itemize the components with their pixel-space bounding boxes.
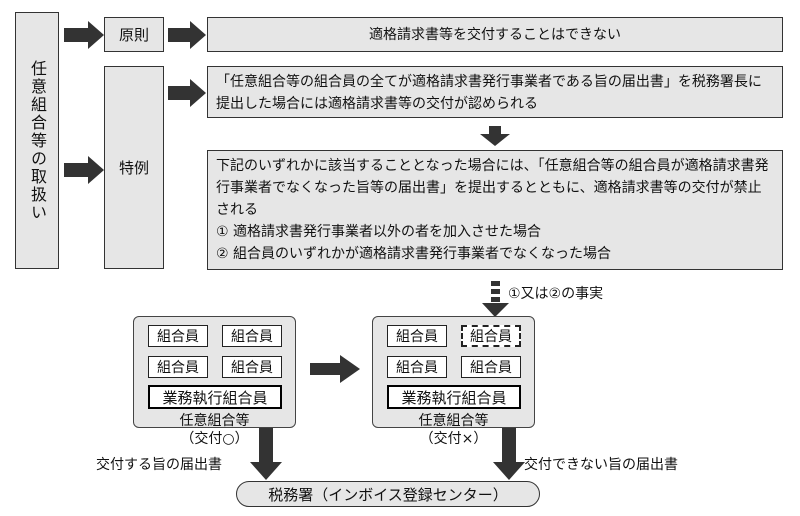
member-box: 組合員 <box>148 325 208 347</box>
principle-label: 原則 <box>104 17 164 52</box>
member-box: 組合員 <box>387 356 447 378</box>
arrow-to-principle <box>64 21 104 49</box>
arrow-card-to-card <box>310 355 360 383</box>
arrow-exception-to-box1 <box>168 79 206 107</box>
member-box: 組合員 <box>461 356 521 378</box>
facts-label: ①又は②の事実 <box>508 286 604 302</box>
member-box: 組合員 <box>148 356 208 378</box>
arrow-facts <box>482 303 509 317</box>
arrow-right-to-taxoffice <box>493 428 525 480</box>
executive-member-box: 業務執行組合員 <box>148 385 282 409</box>
exception-item-1: ① 適格請求書発行事業者以外の者を加入させた場合 <box>216 224 541 240</box>
arrow-principle-to-text <box>168 21 206 49</box>
member-box: 組合員 <box>222 325 282 347</box>
left-card-caption: 任意組合等 <box>179 413 250 429</box>
arrow-box1-to-box2 <box>480 126 510 146</box>
departed-member-box: 組合員 <box>461 325 521 347</box>
left-label-box: 任意組合等の取扱い <box>15 12 59 269</box>
arrow-to-exception <box>64 156 104 184</box>
exception-box-2: 下記のいずれかに該当することとなった場合には、「任意組合等の組合員が適格請求書発… <box>207 150 783 270</box>
right-notice-label: 交付できない旨の届出書 <box>524 457 678 473</box>
exception-box-2-text: 下記のいずれかに該当することとなった場合には、「任意組合等の組合員が適格請求書発… <box>216 158 769 218</box>
right-card-caption: 任意組合等 <box>418 413 489 429</box>
arrow-left-to-taxoffice <box>250 428 282 480</box>
principle-text: 適格請求書等を交付することはできない <box>207 17 783 52</box>
executive-member-box: 業務執行組合員 <box>387 385 521 409</box>
member-box: 組合員 <box>387 325 447 347</box>
exception-item-2: ② 組合員のいずれかが適格請求書発行事業者でなくなった場合 <box>216 246 611 262</box>
exception-box-1: 「任意組合等の組合員の全てが適格請求書発行事業者である旨の届出書」を税務署長に提… <box>207 66 783 118</box>
right-group-card: 組合員 組合員 組合員 組合員 業務執行組合員 <box>372 316 535 428</box>
tax-office-box: 税務署（インボイス登録センター） <box>236 481 540 507</box>
right-card-status: （交付×） <box>419 431 488 447</box>
left-notice-label: 交付する旨の届出書 <box>96 457 222 473</box>
left-label: 任意組合等の取扱い <box>28 59 47 222</box>
left-group-card: 組合員 組合員 組合員 組合員 業務執行組合員 <box>133 316 296 428</box>
exception-label: 特例 <box>104 66 164 269</box>
member-box: 組合員 <box>222 356 282 378</box>
left-card-status: （交付○） <box>180 431 249 447</box>
